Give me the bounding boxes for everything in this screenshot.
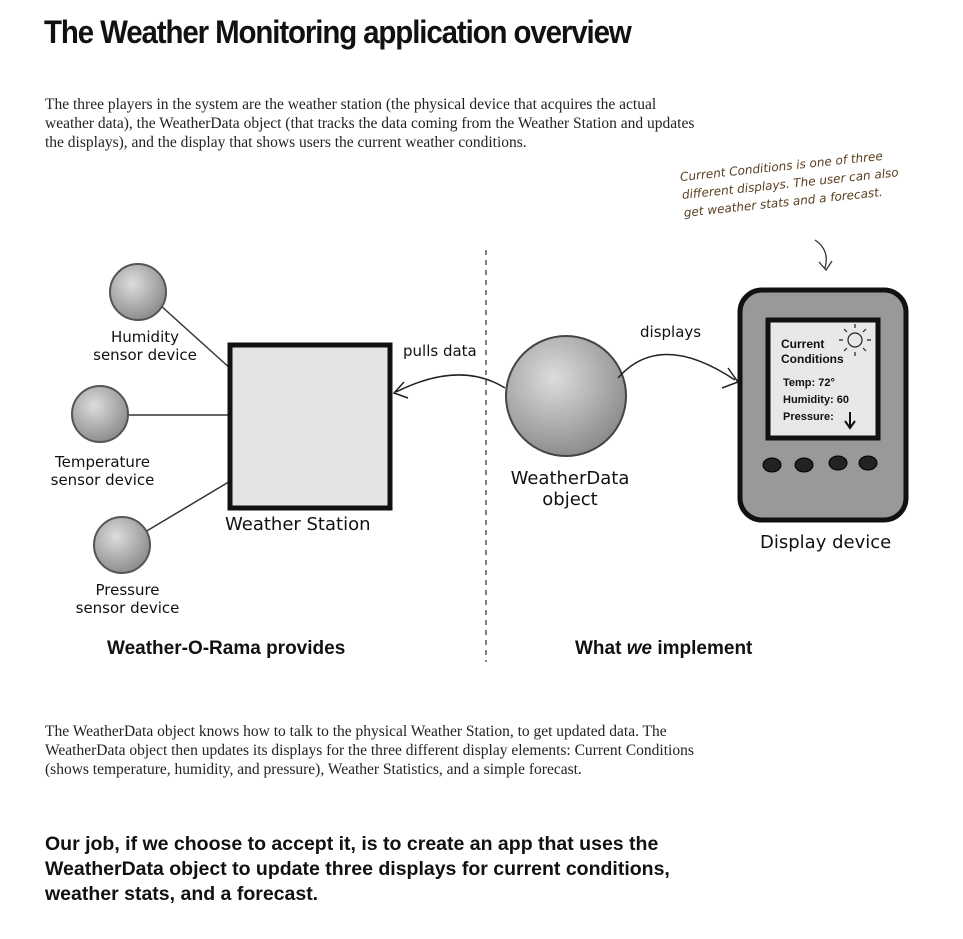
temperature-sensor-label: Temperature sensor device — [50, 453, 155, 489]
display-device-label: Display device — [760, 532, 892, 553]
screen-pressure: Pressure: — [783, 411, 834, 423]
temperature-sensor-circle — [71, 385, 129, 443]
weather-station-box — [227, 342, 393, 511]
caption-text: What — [575, 638, 627, 659]
sun-icon — [839, 324, 871, 356]
screen-temp: Temp: 72° — [783, 377, 835, 389]
pulls-data-label: pulls data — [403, 342, 477, 360]
humidity-sensor-circle — [109, 263, 167, 321]
pulls-data-arrow — [395, 374, 506, 393]
caption-text: implement — [652, 638, 753, 659]
screen-title: Current Conditions — [781, 337, 844, 366]
weather-station-label: Weather Station — [225, 514, 371, 535]
note-arrow — [814, 239, 833, 272]
connector-line — [139, 479, 233, 536]
body-paragraph: The WeatherData object knows how to talk… — [45, 723, 694, 778]
right-caption: What we implement — [575, 638, 752, 660]
left-caption: Weather-O-Rama provides — [107, 638, 346, 659]
device-buttons — [762, 455, 878, 473]
caption-emphasis: we — [626, 638, 653, 659]
weatherdata-label: WeatherData object — [510, 468, 630, 510]
displays-arrow — [617, 353, 736, 381]
pressure-down-arrow-icon — [844, 412, 856, 430]
intro-paragraph: The three players in the system are the … — [45, 96, 695, 151]
weatherdata-circle — [505, 335, 627, 457]
display-screen — [765, 317, 881, 441]
job-statement: Our job, if we choose to accept it, is t… — [45, 833, 670, 905]
humidity-sensor-label: Humidity sensor device — [93, 328, 197, 364]
screen-humidity: Humidity: 60 — [783, 394, 850, 406]
displays-label: displays — [640, 323, 702, 341]
pressure-sensor-circle — [93, 516, 151, 574]
connector-line — [159, 304, 233, 371]
page-title: The Weather Monitoring application overv… — [44, 14, 632, 50]
pressure-sensor-label: Pressure sensor device — [75, 581, 180, 617]
